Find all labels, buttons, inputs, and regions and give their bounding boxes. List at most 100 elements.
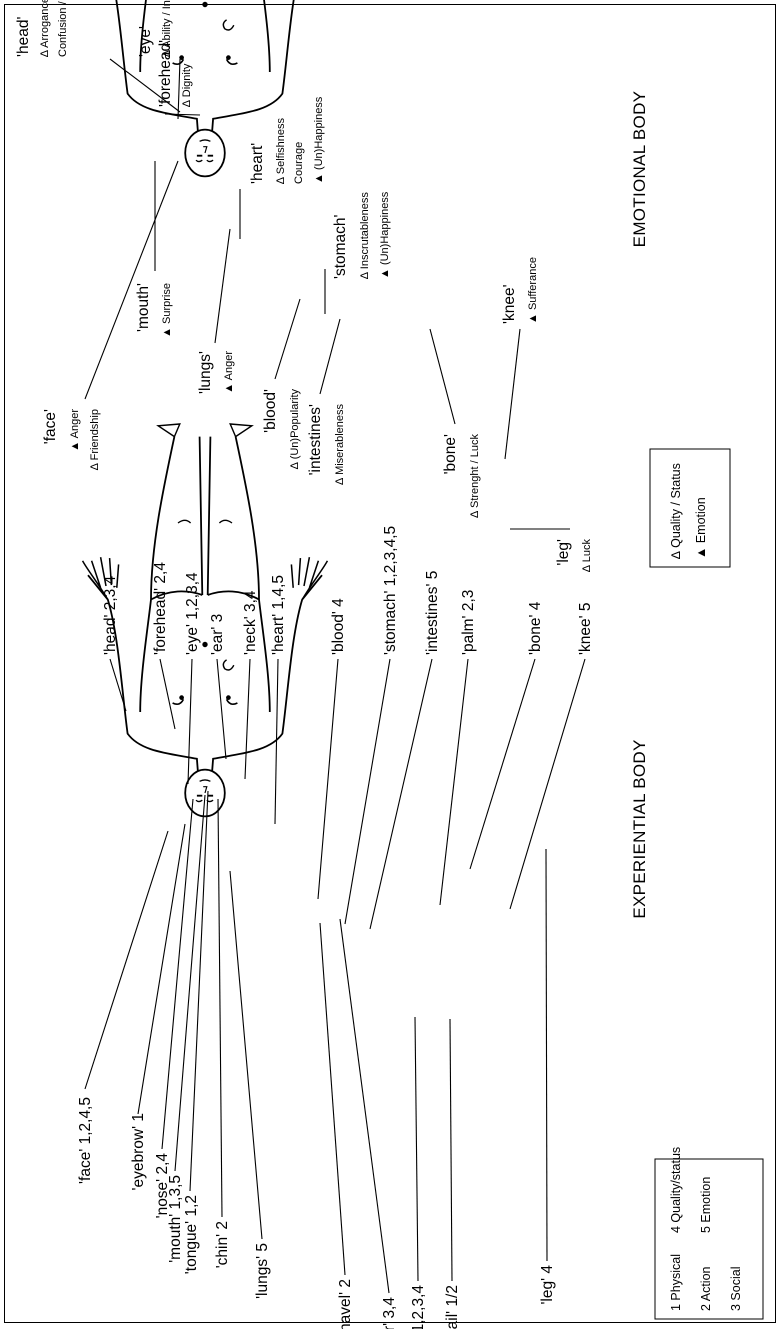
leader-lungs-emo: [215, 229, 230, 343]
label-stomach: 'stomach' 1,2,3,4,5: [382, 526, 399, 655]
label-bone: 'bone' 4: [527, 601, 544, 655]
legend-quality-status: 4 Quality/status: [669, 1147, 683, 1233]
leader-knee: [510, 659, 585, 909]
label-heart-selfishness: ∆ Selfishness: [275, 117, 287, 184]
label-heart-emo: 'heart': [249, 143, 266, 184]
emotional-leader-lines: [85, 59, 570, 529]
leader-fingernail: [450, 1019, 452, 1281]
experiential-left-labels: 'face' 1,2,4,5 'eyebrow' 1 'nose' 2,4 'm…: [77, 1097, 556, 1329]
label-leg-luck: ∆ Luck: [581, 539, 593, 573]
label-navel: 'navel' 2: [337, 1279, 354, 1329]
leader-bone: [470, 659, 535, 869]
label-heart-happiness: ▲ (Un)Happiness: [313, 96, 325, 184]
experiential-body-figure: [83, 424, 328, 816]
emotional-title: EMOTIONAL BODY: [630, 91, 649, 248]
label-fingernail: 'fingernail' 1/2: [444, 1285, 461, 1329]
label-ear: 'ear' 3: [209, 614, 226, 655]
label-heart-courage: Courage: [293, 142, 305, 184]
leader-liver: [340, 919, 389, 1293]
label-stomach-inscrutableness: ∆ Inscrutableness: [359, 192, 371, 279]
leader-navel: [320, 923, 345, 1275]
leader-face-emo: [85, 161, 178, 399]
leader-eye: [188, 659, 192, 784]
leader-bone-emo: [430, 329, 455, 424]
label-chin: 'chin' 2: [214, 1221, 231, 1268]
label-face-emo: 'face': [42, 409, 59, 444]
leader-neck: [245, 659, 250, 779]
label-knee: 'knee' 5: [577, 603, 594, 655]
label-intestines-emo: 'intestines': [307, 404, 324, 475]
label-tongue: 'tongue' 1,2: [183, 1195, 200, 1274]
label-lungs-emo: 'lungs': [197, 351, 214, 394]
emotional-body-figure: [83, 0, 328, 176]
label-eye-emo: 'eye': [137, 26, 154, 57]
legend-quality-status-emo: ∆ Quality / Status: [669, 463, 683, 559]
label-heart: 'heart' 1,4,5: [270, 575, 287, 655]
leader-forehead: [160, 659, 175, 729]
emotional-right-labels: 'forehead' ∆ Dignity 'head' ∆ Arrogance …: [15, 0, 539, 324]
experiential-right-labels: 'head' 2,3,4 'forehead' 2,4 'eye' 1,2,3,…: [102, 526, 594, 655]
emotional-legend: ∆ Quality / Status ▲ Emotion: [669, 463, 708, 559]
label-head: 'head' 2,3,4: [102, 575, 119, 655]
label-blood-emo: 'blood': [262, 389, 279, 433]
label-mouth-emo: 'mouth': [135, 283, 152, 332]
leader-chin: [218, 799, 222, 1217]
label-head-arrogance: ∆ Arrogance / Perversity: [39, 0, 51, 57]
label-blood-popularity: ∆ (Un)Popularity: [289, 389, 301, 470]
label-eye: 'eye' 1,2,3,4: [184, 572, 201, 655]
label-eye-ability: ∆ Ability / Insolence: [161, 0, 173, 57]
leader-palm: [440, 659, 468, 905]
label-forehead: 'forehead' 2,4: [152, 562, 169, 655]
leader-face: [85, 831, 168, 1089]
label-forehead-dignity: ∆ Dignity: [181, 63, 193, 107]
leader-tongue: [190, 791, 208, 1191]
leader-intestines-emo: [320, 319, 340, 394]
label-lungs-anger: ▲ Anger: [223, 351, 235, 394]
label-stomach-happiness: ▲ (Un)Happiness: [379, 191, 391, 279]
leader-stomach: [345, 659, 390, 924]
label-intestines-miserableness: ∆ Miserableness: [334, 404, 346, 485]
label-leg: 'leg' 4: [539, 1265, 556, 1305]
leader-lungs: [230, 871, 262, 1239]
label-bone-strength-luck: ∆ Strenght / Luck: [469, 434, 481, 518]
label-neck: 'neck' 3,4: [242, 590, 259, 655]
leader-blood-emo: [275, 299, 300, 379]
label-palm: 'palm' 2,3: [460, 590, 477, 655]
label-blood: 'blood' 4: [330, 598, 347, 655]
label-mouth: 'mouth' 1,3,5: [167, 1175, 184, 1263]
leader-ear: [217, 659, 226, 759]
label-head-emo: 'head': [15, 17, 32, 57]
legend-action: 2 Action: [699, 1266, 713, 1311]
leader-blood: [318, 659, 338, 899]
leader-intestines: [370, 659, 432, 929]
label-bone-emo: 'bone': [442, 434, 459, 474]
label-head-confusion: Confusion / Unintelligence: [57, 0, 69, 57]
label-eyebrow: 'eyebrow' 1: [130, 1113, 147, 1190]
label-face-anger: ▲ Anger: [69, 409, 81, 452]
leader-leg: [546, 849, 547, 1261]
leader-hand: [415, 1017, 418, 1281]
legend-emotion-emo: ▲ Emotion: [694, 497, 708, 559]
label-stomach-emo: 'stomach': [332, 214, 349, 279]
experiential-body-panel: 'face' 1,2,4,5 'eyebrow' 1 'nose' 2,4 'm…: [77, 424, 763, 1329]
label-knee-emo: 'knee': [501, 284, 518, 324]
label-hand: 'hand' 1,2,3,4: [410, 1285, 427, 1329]
label-intestines: 'intestines' 5: [424, 571, 441, 655]
label-liver: 'liver' 3,4: [381, 1297, 398, 1329]
leader-knee-emo: [505, 329, 520, 459]
legend-social: 3 Social: [729, 1267, 743, 1311]
leader-mouth: [175, 795, 205, 1171]
leader-eye-emo: [178, 59, 180, 119]
legend-physical: 1 Physical: [669, 1254, 683, 1311]
label-face-friendship: ∆ Friendship: [89, 409, 101, 470]
label-lungs: 'lungs' 5: [254, 1243, 271, 1299]
experiential-legend: 1 Physical 2 Action 3 Social 4 Quality/s…: [669, 1147, 743, 1311]
experiential-title: EXPERIENTIAL BODY: [630, 739, 649, 918]
leader-nose: [162, 799, 193, 1149]
emotional-body-panel: 'face' ▲ Anger ∆ Friendship 'mouth' ▲ Su…: [15, 0, 730, 572]
label-mouth-surprise: ▲ Surprise: [161, 283, 173, 338]
legend-emotion: 5 Emotion: [699, 1177, 713, 1233]
label-leg-emo: 'leg': [555, 539, 572, 566]
